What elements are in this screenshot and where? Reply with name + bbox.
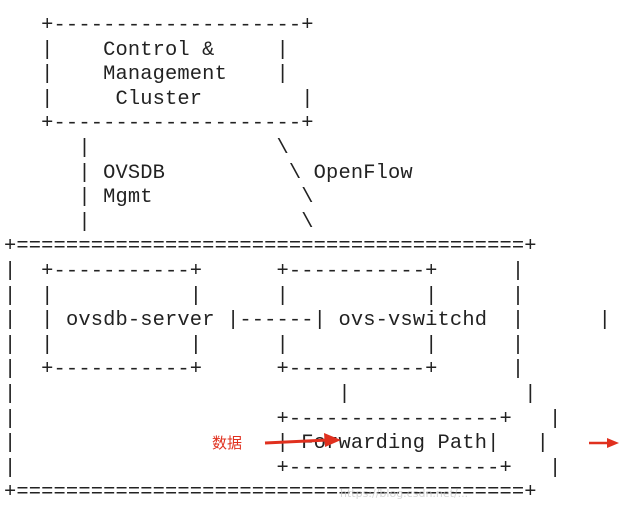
host-inner-line-7: | +-----------------+ | bbox=[4, 407, 562, 431]
control-cluster-label-line-1: Control & bbox=[103, 38, 215, 62]
host-inner-line-5: | +-----------+ +-----------+ | bbox=[4, 358, 525, 382]
control-cluster-box-line-2: | Management | bbox=[4, 63, 289, 87]
host-inner-line-6: | | | bbox=[4, 382, 537, 406]
control-cluster-label-line-2: Management bbox=[103, 63, 227, 87]
host-inner-line-8: | | Forwarding Path| | bbox=[4, 432, 550, 456]
mgmt-openflow-connector-line-3: | Mgmt \ bbox=[4, 186, 314, 210]
mgmt-openflow-connector-line-1: | \ bbox=[4, 136, 289, 160]
control-cluster-box-top: +--------------------+ bbox=[4, 14, 314, 37]
mgmt-openflow-connector-line-2: | OVSDB \ OpenFlow bbox=[4, 161, 413, 185]
mgmt-label: Mgmt bbox=[103, 186, 153, 210]
openflow-label: OpenFlow bbox=[313, 161, 413, 185]
mgmt-openflow-connector-line-4: | \ bbox=[4, 210, 314, 234]
forwarding-path-label: Forwarding Path bbox=[301, 432, 488, 456]
control-cluster-label-line-3: Cluster bbox=[115, 87, 203, 111]
control-cluster-box-line-1: | Control & | bbox=[4, 38, 289, 62]
ovsdb-server-label: ovsdb-server bbox=[65, 309, 215, 333]
host-inner-line-9: | +-----------------+ | bbox=[4, 456, 562, 480]
host-boundary-bottom: +=======================================… bbox=[4, 481, 537, 505]
ovsdb-label: OVSDB bbox=[103, 161, 166, 185]
host-inner-line-1: | +-----------+ +-----------+ | bbox=[4, 259, 525, 283]
host-inner-line-2: | | | | | | bbox=[4, 284, 525, 308]
control-cluster-box-line-3: | Cluster | bbox=[4, 87, 314, 111]
ovs-architecture-ascii-diagram: +--------------------+ | Control & | | M… bbox=[4, 14, 611, 505]
ovs-vswitchd-label: ovs-vswitchd bbox=[338, 309, 488, 333]
host-inner-line-3: | | ovsdb-server |------| ovs-vswitchd |… bbox=[4, 309, 611, 333]
control-cluster-box-bottom: +--------------------+ bbox=[4, 112, 314, 136]
host-boundary-top: +=======================================… bbox=[4, 235, 537, 259]
host-inner-line-4: | | | | | | bbox=[4, 333, 525, 357]
